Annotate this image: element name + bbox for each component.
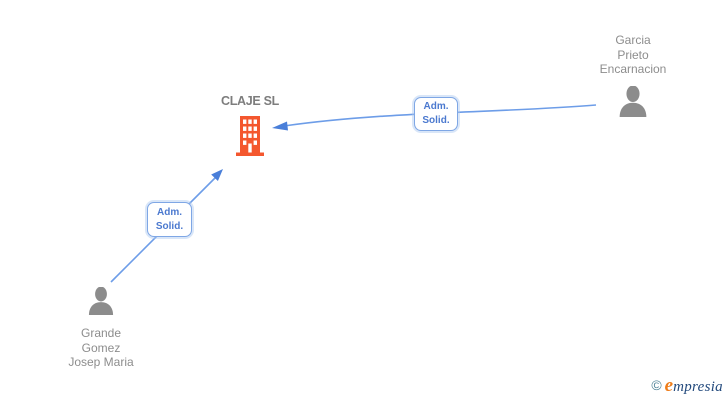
company-node-claje-sl[interactable]: CLAJE SL (188, 94, 312, 161)
copyright-icon: © (651, 377, 662, 393)
person-name-line: Gomez (81, 340, 121, 355)
person-name-line: Grande (80, 326, 122, 340)
arrowhead-icon (272, 121, 288, 131)
person-name-line: Encarnacion (599, 62, 667, 76)
relation-label-line: Adm. (157, 206, 182, 218)
logo-text: mpresia (673, 379, 723, 395)
company-name: CLAJE SL (220, 94, 280, 108)
person-node-grande-gomez-josep-maria[interactable]: Grande Gomez Josep Maria (40, 286, 162, 370)
person-icon (88, 286, 114, 315)
relation-label-line: Adm. (423, 101, 449, 112)
relation-label-adm-solid-right: Adm. Solid. (414, 97, 458, 131)
person-node-garcia-prieto-encarnacion[interactable]: Garcia Prieto Encarnacion (573, 33, 693, 122)
relation-label-line: Solid. (422, 115, 450, 126)
person-name-line: Garcia (615, 33, 651, 47)
person-name-line: Josep Maria (68, 355, 134, 369)
empresia-logo[interactable]: ©empresia (651, 375, 723, 397)
person-name-line: Prieto (617, 47, 649, 62)
relation-label-adm-solid-left: Adm. Solid. (147, 202, 192, 237)
building-icon (236, 116, 264, 156)
arrowhead-icon (211, 169, 223, 181)
relation-label-line: Solid. (155, 220, 184, 232)
person-icon (619, 84, 647, 117)
logo-first-letter: e (664, 375, 674, 396)
